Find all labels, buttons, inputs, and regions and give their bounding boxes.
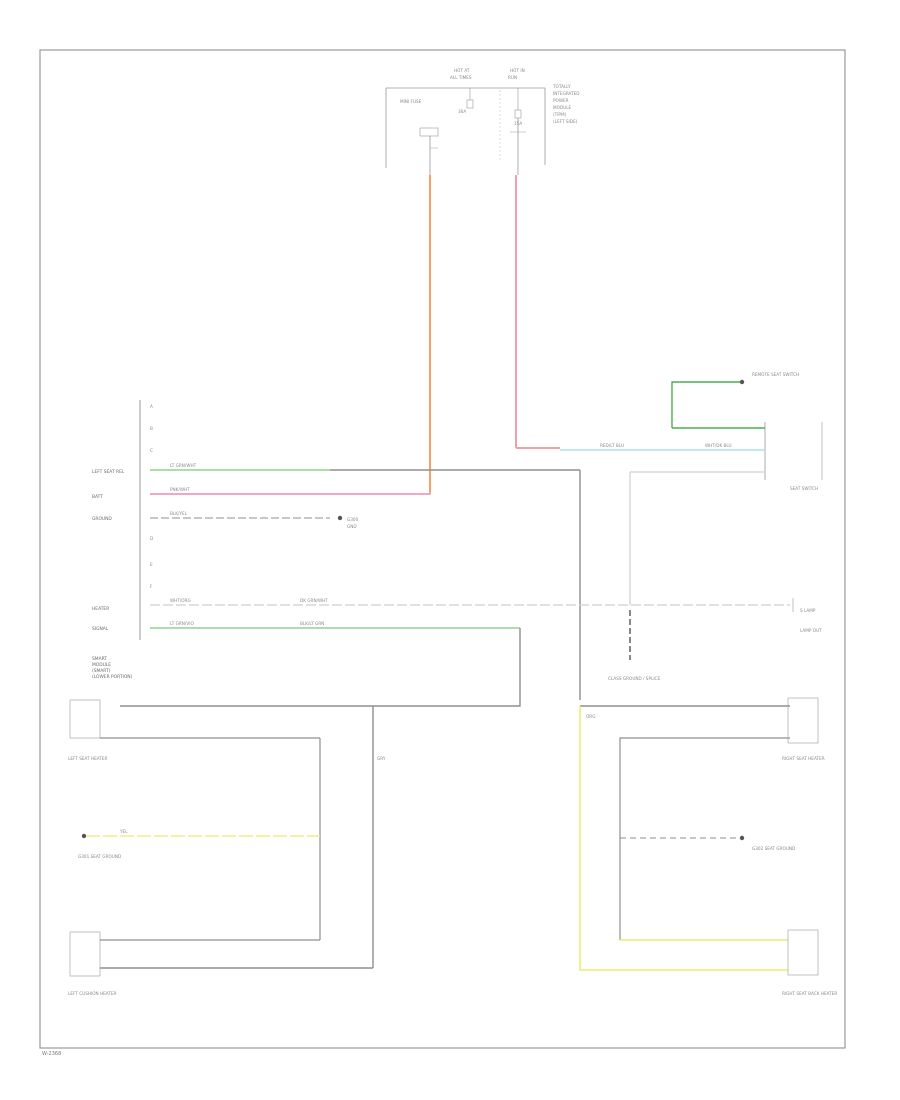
left-heater-top-label: LEFT SEAT HEATER [68, 756, 107, 761]
module-pin: A [150, 404, 153, 409]
module-name: (LOWER PORTION) [92, 674, 133, 680]
fuse-block-outline-left [385, 87, 460, 168]
fuse-hot-label-right-top: HOT IN [510, 68, 525, 73]
right-ground-label: G302 SEAT GROUND [752, 846, 795, 851]
lamp-out-label: LAMP OUT [800, 628, 822, 633]
remote-switch-label: REMOTE SEAT SWITCH [752, 372, 799, 377]
fuse-list-item: (TIPM) [553, 112, 567, 117]
fuse-list-item: (LEFT SIDE) [553, 119, 578, 124]
wire-yellow-right-2 [579, 706, 788, 971]
module-pin-label: HEATER [92, 606, 109, 612]
module-pin-label: LEFT SEAT REL [92, 469, 125, 475]
seat-switch-label: SEAT SWITCH [790, 486, 818, 491]
wire-label: YEL [119, 829, 128, 834]
wire-gray-to-left-heater [120, 628, 521, 707]
module-name: (SMART) [92, 668, 111, 674]
right-heater-bottom-box [787, 929, 819, 976]
module-pin: C [150, 448, 153, 453]
wire-gray-right-heater-2 [619, 737, 790, 940]
module-pin-label: SIGNAL [92, 626, 109, 632]
fuse-list-item: TOTALLY [552, 84, 571, 89]
wire-label: WHT/DK BLU [705, 443, 732, 448]
wire-label: WHT/ORG [170, 598, 191, 603]
right-seat-heater-top: RIGHT SEAT HEATER [782, 697, 825, 761]
fuse-list-item: POWER [553, 98, 569, 103]
left-heater-bottom-box [69, 931, 101, 977]
fuse-side-text: MINI FUSE [400, 99, 422, 104]
remote-switch-dot [739, 379, 745, 385]
smart-module: A B C D E F LEFT SEAT REL BATT GROUND HE… [92, 400, 153, 680]
wire-label: PNK/WHT [170, 487, 190, 492]
module-pin: D [150, 536, 153, 541]
wire-label: LT GRN/VIO [170, 621, 194, 626]
fuse-block-outline-right [460, 87, 546, 165]
left-heater-bottom-label: LEFT CUSHION HEATER [68, 991, 117, 996]
diagram-border [39, 49, 846, 1049]
module-pin-label: GROUND [92, 516, 112, 522]
left-seat-heater-bottom: LEFT CUSHION HEATER [68, 931, 117, 996]
ground-label: G300 [347, 517, 359, 522]
footer-code: W-2368 [42, 1051, 61, 1057]
fuse-hot-label-right-bot: RUN [508, 75, 517, 80]
wire-dark-green-remote [671, 381, 740, 428]
wire-label: GRY [377, 756, 386, 761]
right-heater-top-box [787, 697, 819, 744]
right-heater-bottom-label: RIGHT SEAT BACK HEATER [782, 991, 837, 996]
fuse-list-item: MODULE [553, 105, 572, 110]
module-pin: E [150, 562, 153, 567]
wire-label: RED/LT BLU [600, 443, 624, 448]
ground-dot-g300 [337, 515, 343, 521]
left-heater-top-box [69, 699, 101, 739]
lamp-label: S LAMP [800, 608, 816, 613]
wire-label: ORG [586, 714, 595, 719]
right-seat-heater-bottom: RIGHT SEAT BACK HEATER [782, 929, 837, 996]
fuse-list-item: INTEGRATED [553, 91, 580, 96]
fuse-block: HOT AT ALL TIMES HOT IN RUN MINI FUSE 30… [385, 68, 580, 175]
wire-label: LT GRN/WHT [170, 463, 197, 468]
left-ground-dot [81, 833, 87, 839]
fuse-a-rating: 30A [458, 109, 466, 114]
ground-label: GND [347, 524, 357, 529]
fuse-symbol-a [466, 88, 474, 109]
wire-label: BLK/LT GRN [300, 621, 324, 626]
wire-label: DK GRN/WHT [300, 598, 328, 603]
fuse-hot-label-left-top: HOT AT [454, 68, 470, 73]
fuse-right-list: TOTALLY INTEGRATED POWER MODULE (TIPM) (… [552, 84, 580, 124]
left-ground-label: G301 SEAT GROUND [78, 854, 121, 859]
fuse-hot-label-left-bot: ALL TIMES [450, 75, 472, 80]
seat-switch: SEAT SWITCH [764, 422, 823, 491]
left-seat-heater-top: LEFT SEAT HEATER [68, 699, 107, 761]
module-pin: F [150, 584, 153, 589]
wire-pink-batt [150, 492, 431, 495]
fuse-symbol-b [514, 88, 522, 119]
module-pin: B [150, 426, 153, 431]
ground-node-label: CLASS GROUND / SPLICE [608, 676, 660, 681]
fuse-connector-left [419, 127, 439, 175]
module-name: SMART [92, 656, 107, 662]
module-name: MODULE [92, 662, 111, 668]
wire-label: BLK/YEL [170, 511, 188, 516]
module-pin-label: BATT [92, 494, 103, 500]
fuse-connector-right [510, 118, 526, 175]
right-ground-dot [739, 835, 745, 841]
right-heater-top-label: RIGHT SEAT HEATER [782, 756, 825, 761]
